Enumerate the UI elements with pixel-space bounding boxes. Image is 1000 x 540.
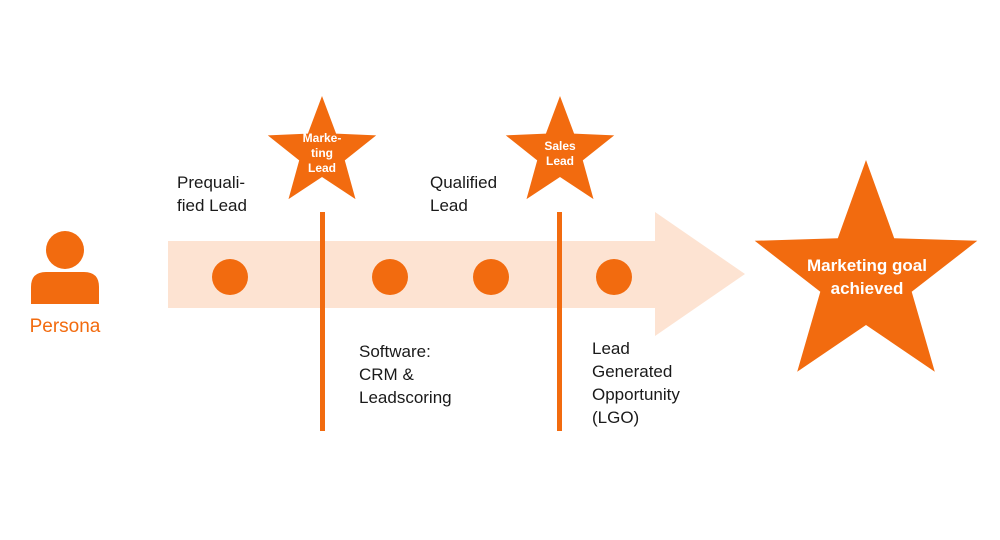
marketing-lead-star-label: Marke- ting Lead: [302, 131, 342, 175]
progress-arrow: [168, 212, 745, 336]
marketing-lead-divider: [320, 212, 325, 431]
prequalified-lead-label: Prequali- fied Lead: [177, 173, 247, 215]
stage-dot: [212, 259, 248, 295]
sales-lead-star-label: Sales Lead: [544, 139, 576, 168]
person-icon: [31, 231, 99, 304]
sales-lead-star-icon: [505, 96, 615, 200]
software-label: Software: CRM & Leadscoring: [359, 342, 452, 407]
qualified-lead-label: Qualified Lead: [430, 173, 498, 215]
goal-star-label: Marketing goal achieved: [807, 256, 927, 298]
stage-dot: [596, 259, 632, 295]
persona-label: Persona: [29, 316, 101, 337]
stage-dot: [473, 259, 509, 295]
lgo-label: Lead Generated Opportunity (LGO): [592, 339, 680, 427]
marketing-lead-star-icon: [267, 96, 377, 200]
stage-dot: [372, 259, 408, 295]
goal-star-icon: [754, 160, 978, 372]
sales-lead-divider: [557, 212, 562, 431]
